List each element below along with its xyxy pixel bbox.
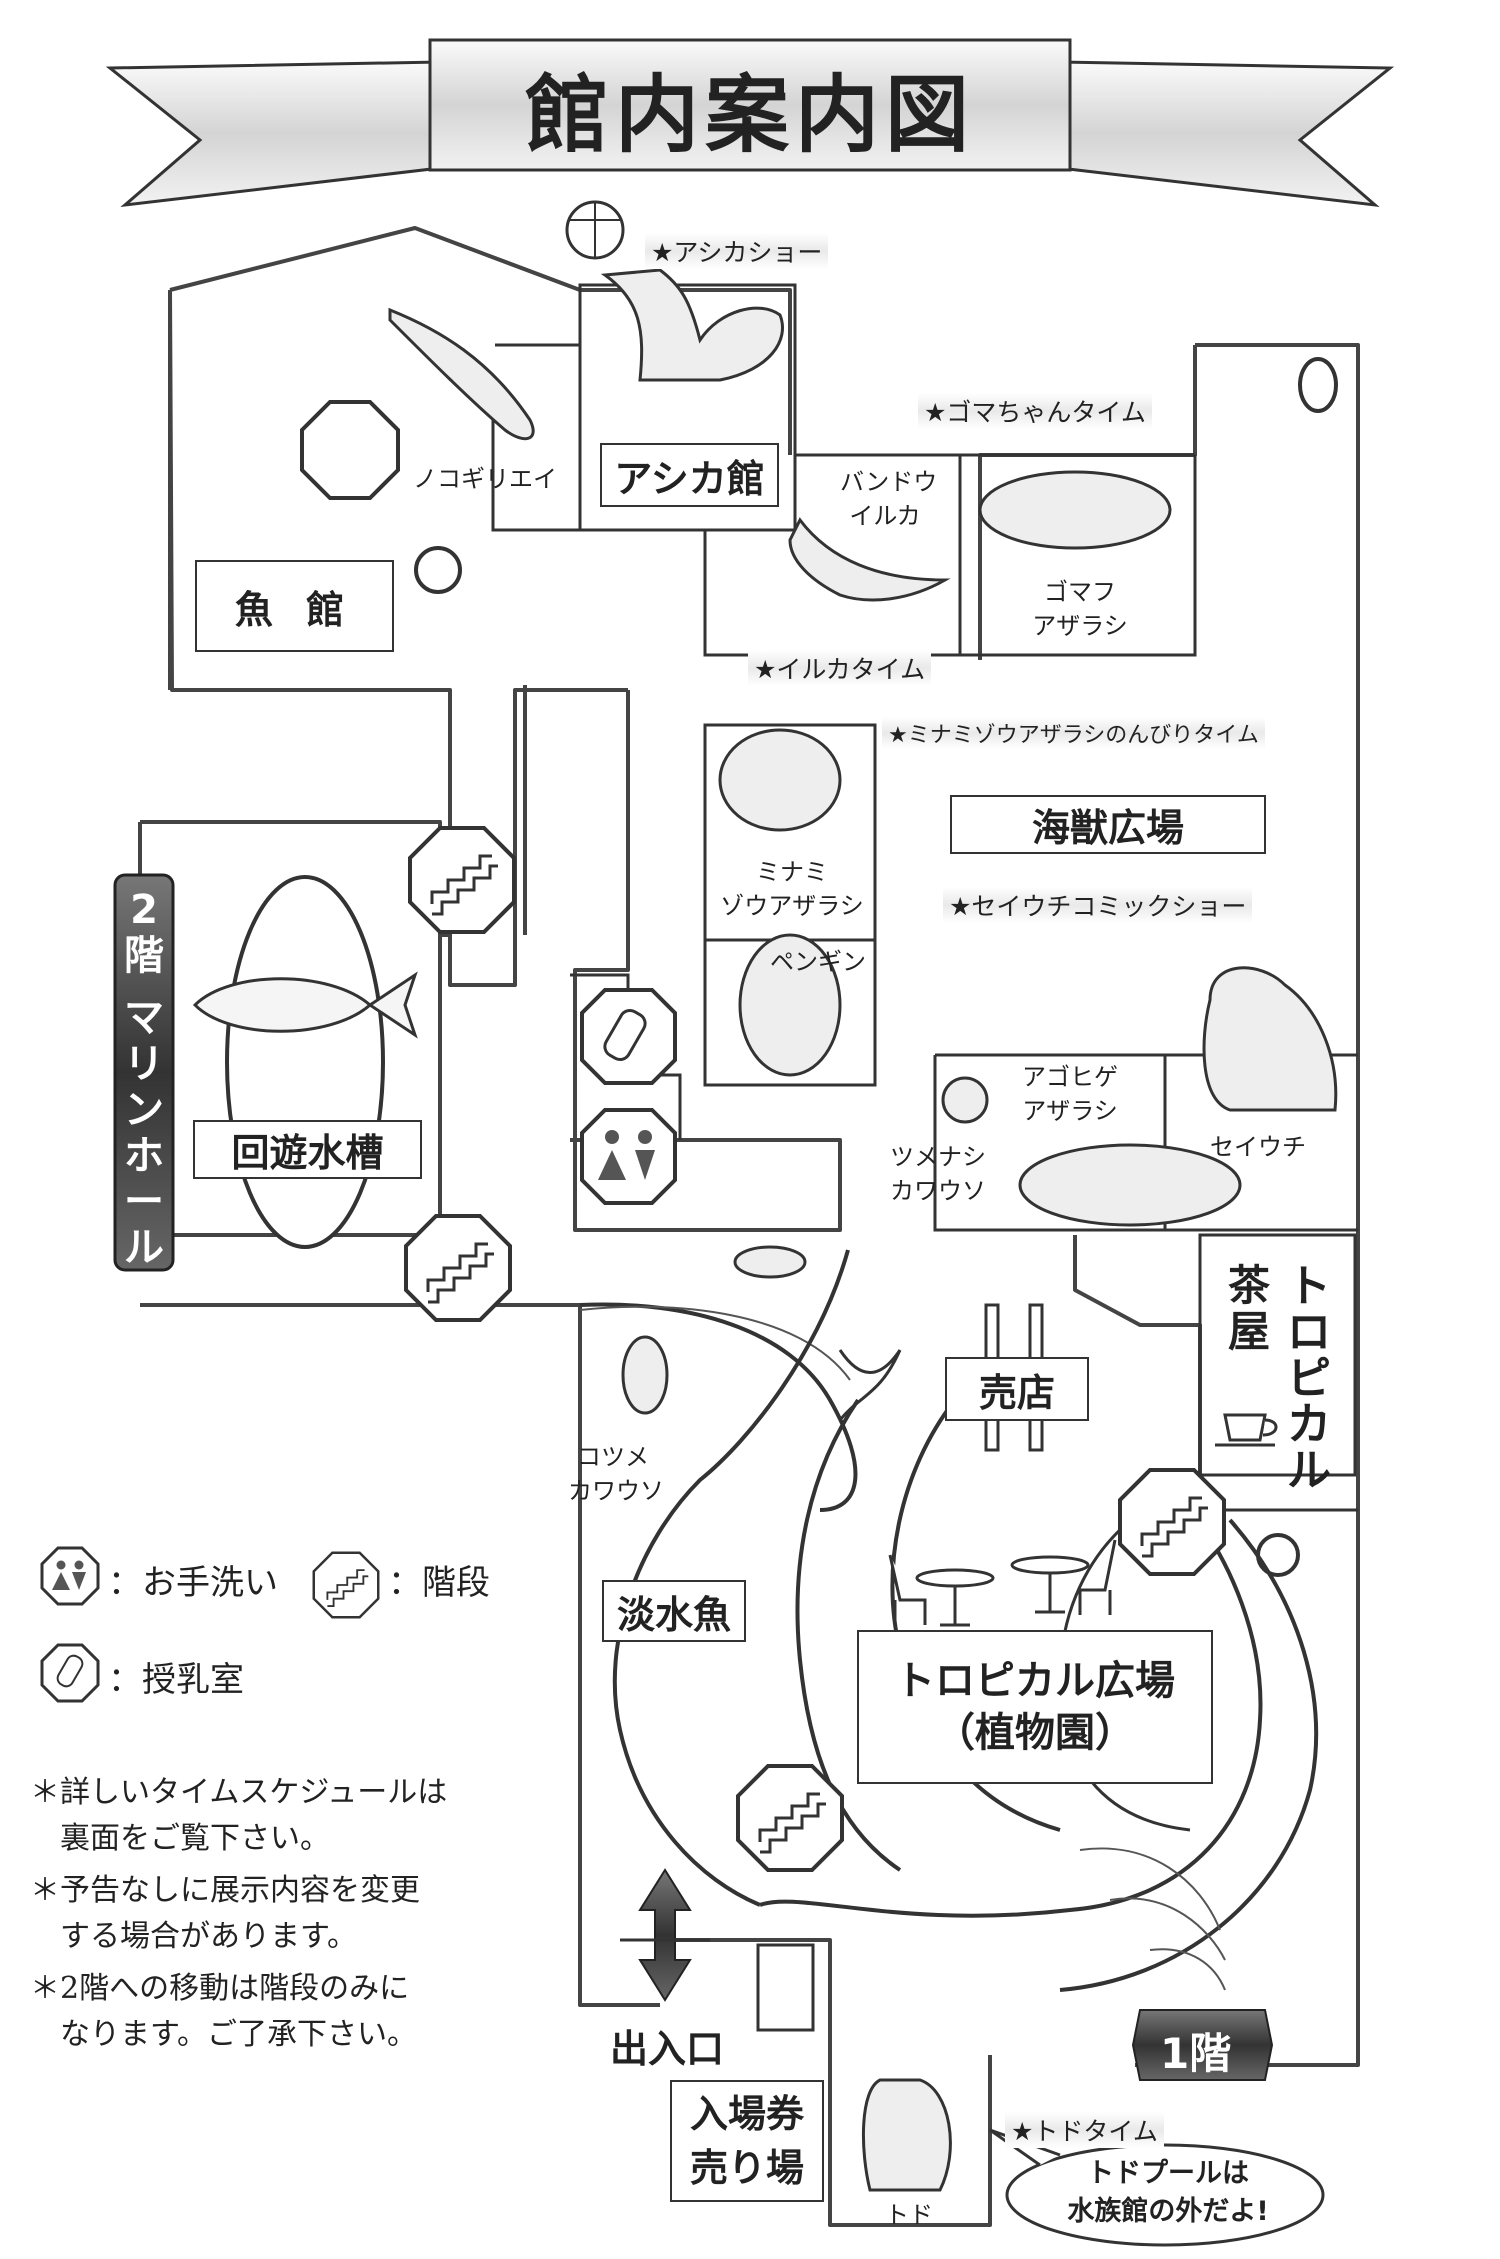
room-freshwater[interactable]: 淡水魚 <box>602 1580 746 1642</box>
animal-sawfish[interactable]: ノコギリエイ <box>413 465 557 493</box>
animal-spotted-seal-label-2: アザラシ <box>1032 612 1128 640</box>
note-line-2: 裏面をご覧下さい。 <box>60 1821 330 1856</box>
note-line-1: ＊詳しいタイムスケジュールは <box>30 1775 448 1810</box>
animal-small-clawed-otter-label-2: カワウソ <box>568 1477 664 1505</box>
room-ticket-counter[interactable]: 入場券 売り場 <box>670 2080 824 2202</box>
animal-clawless-otter-label-1: ツメナシ <box>890 1143 986 1171</box>
animal-steller-sea-lion[interactable]: トド <box>885 2201 933 2229</box>
animal-small-clawed-otter-label-1: コツメ <box>577 1443 649 1471</box>
show-todo-time[interactable]: ★トドタイム <box>1005 2112 1164 2148</box>
animal-bearded-seal[interactable]: アゴヒゲ アザラシ <box>1015 1060 1125 1128</box>
room-kaiyu-tank[interactable]: 回遊水槽 <box>193 1120 422 1179</box>
animal-clawless-otter[interactable]: ツメナシ カワウソ <box>888 1140 988 1208</box>
animal-bearded-seal-label-2: アザラシ <box>1022 1097 1118 1125</box>
teacup-icon <box>1215 1413 1278 1447</box>
entrance-label[interactable]: 出入口 <box>610 2027 725 2071</box>
animal-elephant-seal[interactable]: ミナミ ゾウアザラシ <box>712 855 872 923</box>
animal-penguin[interactable]: ペンギン <box>770 948 866 976</box>
vertical-char: マ <box>124 995 164 1041</box>
ticket-counter-label-2: 売り場 <box>689 2146 804 2190</box>
vertical-char: ル <box>124 1225 164 1271</box>
notes: ＊詳しいタイムスケジュールは 裏面をご覧下さい。 ＊予告なしに展示内容を変更 す… <box>30 1770 447 2058</box>
title-ribbon <box>105 38 1395 208</box>
animal-elephant-seal-label-2: ゾウアザラシ <box>720 892 864 920</box>
room-fish-hall[interactable]: 魚 館 <box>195 560 394 652</box>
stairs-icon <box>404 1214 512 1322</box>
room-tropical-plaza[interactable]: トロピカル広場 （植物園） <box>857 1630 1213 1784</box>
speech-bubble-text: トドプールは 水族館の外だよ! <box>1018 2155 1318 2231</box>
animal-elephant-seal-label-1: ミナミ <box>756 858 828 886</box>
vertical-char: 屋 <box>1228 1307 1271 1356</box>
show-sea-lion[interactable]: ★アシカショー <box>645 233 829 269</box>
animal-bearded-seal-label-1: アゴヒゲ <box>1022 1063 1118 1091</box>
restroom-icon <box>580 1108 677 1205</box>
vertical-char: ン <box>124 1087 164 1133</box>
nursing-room-icon <box>580 988 677 1085</box>
room-sea-lion-hall[interactable]: アシカ館 <box>600 443 779 507</box>
vertical-char: 茶 <box>1228 1261 1271 1310</box>
vertical-char: リ <box>124 1041 164 1087</box>
restroom-icon <box>40 1546 100 1606</box>
vertical-char: ホ <box>124 1133 164 1179</box>
floor-1-badge[interactable]: 1階 <box>1160 2029 1232 2078</box>
speech-bubble-line-1: トドプールは <box>1087 2158 1249 2189</box>
speech-bubble-line-2: 水族館の外だよ! <box>1067 2196 1269 2227</box>
entrance-arrow-icon <box>620 1868 710 2002</box>
teahouse-label-chaya[interactable]: 茶屋 <box>1228 1265 1270 1357</box>
nursing-room-icon <box>40 1643 100 1703</box>
legend-restroom: ：お手洗い <box>108 1555 278 1604</box>
legend-nursing: ：授乳室 <box>108 1652 244 1701</box>
note-line-3: ＊予告なしに展示内容を変更 <box>30 1873 420 1908</box>
vertical-char: ピ <box>1287 1353 1331 1404</box>
vertical-char: 階 <box>124 933 164 979</box>
vertical-char: カ <box>1287 1399 1331 1450</box>
legend-stairs-label: ：階段 <box>388 1563 490 1603</box>
room-shop[interactable]: 売店 <box>945 1357 1089 1421</box>
teahouse-label-tropical[interactable]: トロピカル <box>1287 1265 1331 1495</box>
animal-small-clawed-otter[interactable]: コツメ カワウソ <box>568 1440 664 1508</box>
show-walrus-comic[interactable]: ★セイウチコミックショー <box>943 887 1253 923</box>
page-title: 館内案内図 <box>524 66 975 164</box>
animal-dolphin-label-1: バンドウ <box>840 468 938 496</box>
animal-dolphin-label-2: イルカ <box>849 502 921 530</box>
room-tropical-plaza-sublabel: （植物園） <box>935 1710 1135 1756</box>
vertical-char: ロ <box>1287 1307 1331 1358</box>
animal-clawless-otter-label-2: カワウソ <box>890 1177 986 1205</box>
show-goma-time[interactable]: ★ゴマちゃんタイム <box>918 393 1152 429</box>
legend-nursing-label: ：授乳室 <box>108 1660 244 1700</box>
stairs-icon <box>408 826 516 934</box>
room-marine-plaza[interactable]: 海獣広場 <box>950 795 1266 854</box>
show-elephant-seal-time[interactable]: ★ミナミゾウアザラシのんびりタイム <box>882 717 1265 749</box>
show-dolphin-time[interactable]: ★イルカタイム <box>748 650 932 686</box>
animal-spotted-seal[interactable]: ゴマフ アザラシ <box>1025 575 1135 643</box>
legend-stairs: ：階段 <box>388 1555 490 1604</box>
stairs-icon <box>736 1764 844 1872</box>
animal-dolphin[interactable]: バンドウ イルカ <box>840 465 938 533</box>
stairs-icon <box>312 1551 380 1619</box>
vertical-char: ト <box>1287 1261 1331 1312</box>
animal-spotted-seal-label-1: ゴマフ <box>1044 578 1116 606</box>
vertical-char: ル <box>1287 1445 1331 1496</box>
ticket-counter-label-1: 入場券 <box>689 2092 804 2136</box>
vertical-char: 2 <box>130 887 158 933</box>
note-line-4: する場合があります。 <box>60 1919 357 1954</box>
note-line-6: なります。ご了承下さい。 <box>60 2017 417 2052</box>
note-line-5: ＊2階への移動は階段のみに <box>30 1971 410 2006</box>
legend-restroom-label: ：お手洗い <box>108 1563 278 1603</box>
stairs-icon <box>1118 1468 1226 1576</box>
vertical-char: ー <box>124 1179 164 1225</box>
room-tropical-plaza-label: トロピカル広場 <box>895 1658 1175 1704</box>
animal-walrus[interactable]: セイウチ <box>1210 1133 1306 1161</box>
